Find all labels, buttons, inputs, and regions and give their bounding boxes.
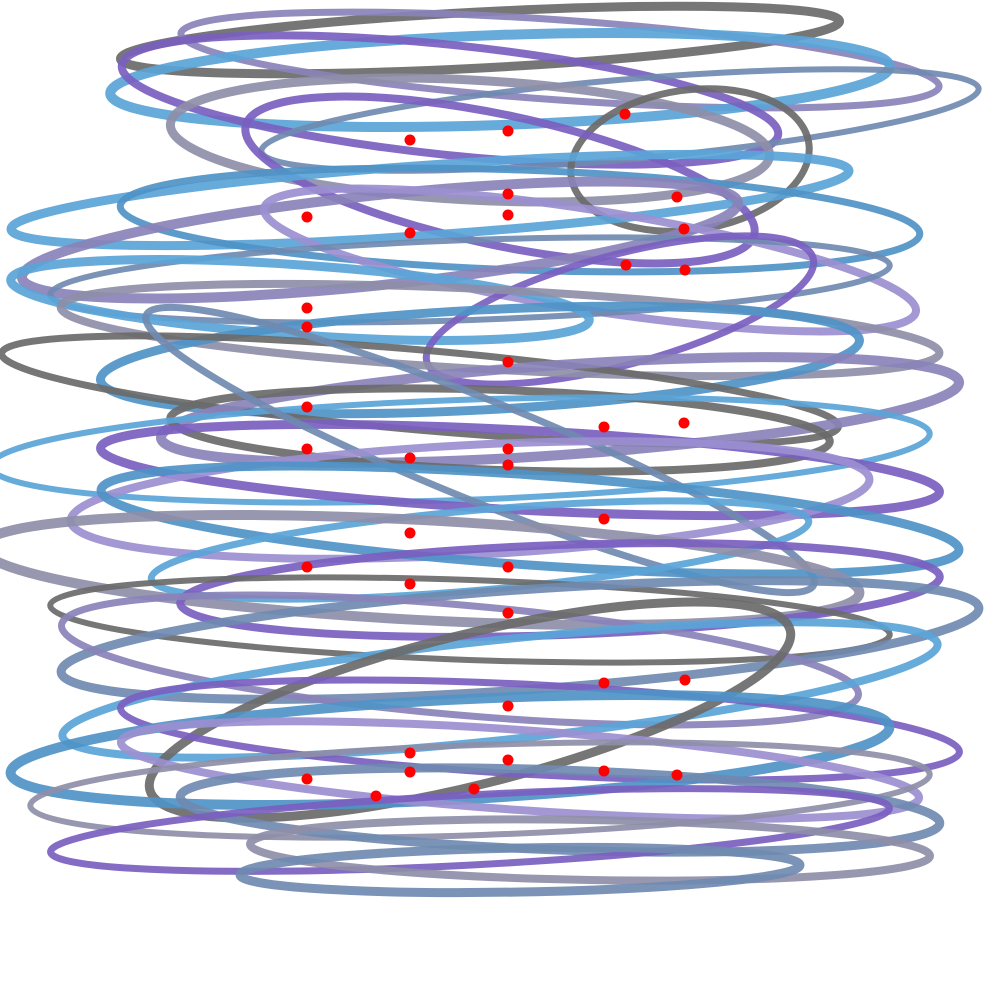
scribble-loop <box>235 842 805 898</box>
red-dot-marker <box>404 527 416 539</box>
red-dot-marker <box>468 783 480 795</box>
scribble-loop <box>5 690 895 810</box>
red-dot-marker <box>301 443 313 455</box>
red-dot-marker <box>301 211 313 223</box>
scribble-loop <box>246 815 934 885</box>
red-dot-marker <box>370 790 382 802</box>
scribble-loop <box>47 234 893 326</box>
red-dot-marker <box>502 209 514 221</box>
red-dot-marker <box>404 452 416 464</box>
red-dot-marker <box>671 191 683 203</box>
red-dot-marker <box>301 773 313 785</box>
red-dot-marker <box>598 421 610 433</box>
red-dot-marker <box>404 747 416 759</box>
scribble-loop <box>144 597 796 823</box>
red-dot-marker <box>502 607 514 619</box>
red-dot-marker <box>671 769 683 781</box>
red-dot-marker <box>404 578 416 590</box>
red-dot-marker <box>502 754 514 766</box>
red-dot-marker <box>502 356 514 368</box>
scribble-loop <box>57 591 863 729</box>
red-dot-marker <box>598 765 610 777</box>
red-dot-marker <box>404 766 416 778</box>
scribble-loop <box>58 618 942 762</box>
scribble-loop <box>117 676 963 784</box>
red-dot-marker <box>502 561 514 573</box>
red-dot-marker <box>678 223 690 235</box>
scribble-loop <box>56 576 984 704</box>
scribble-loop <box>177 8 943 112</box>
red-dot-marker <box>301 321 313 333</box>
red-dot-marker <box>678 417 690 429</box>
scribble-loop <box>27 739 933 841</box>
red-dot-marker <box>502 443 514 455</box>
scribble-loop <box>96 461 964 579</box>
red-dot-marker <box>404 227 416 239</box>
red-dot-marker <box>502 700 514 712</box>
scribble-loop <box>47 574 893 666</box>
red-dot-marker <box>679 674 691 686</box>
red-dot-marker <box>301 561 313 573</box>
scribble-loop <box>117 31 783 169</box>
scribble-loop <box>116 717 924 823</box>
red-dot-marker <box>502 459 514 471</box>
red-dot-marker <box>679 264 691 276</box>
loops-layer <box>0 1 984 898</box>
red-dot-marker <box>502 125 514 137</box>
red-dot-marker <box>301 302 313 314</box>
red-dot-marker <box>301 401 313 413</box>
red-dot-marker <box>619 108 631 120</box>
red-dot-marker <box>598 677 610 689</box>
scribble-loop <box>96 301 864 419</box>
scribble-loop <box>47 785 893 875</box>
markers-layer <box>301 108 691 802</box>
red-dot-marker <box>502 188 514 200</box>
scribble-loop <box>0 510 865 630</box>
scribble-loop <box>105 28 895 132</box>
red-dot-marker <box>598 513 610 525</box>
red-dot-marker <box>620 259 632 271</box>
scribble-loop <box>155 352 965 468</box>
red-dot-marker <box>404 134 416 146</box>
